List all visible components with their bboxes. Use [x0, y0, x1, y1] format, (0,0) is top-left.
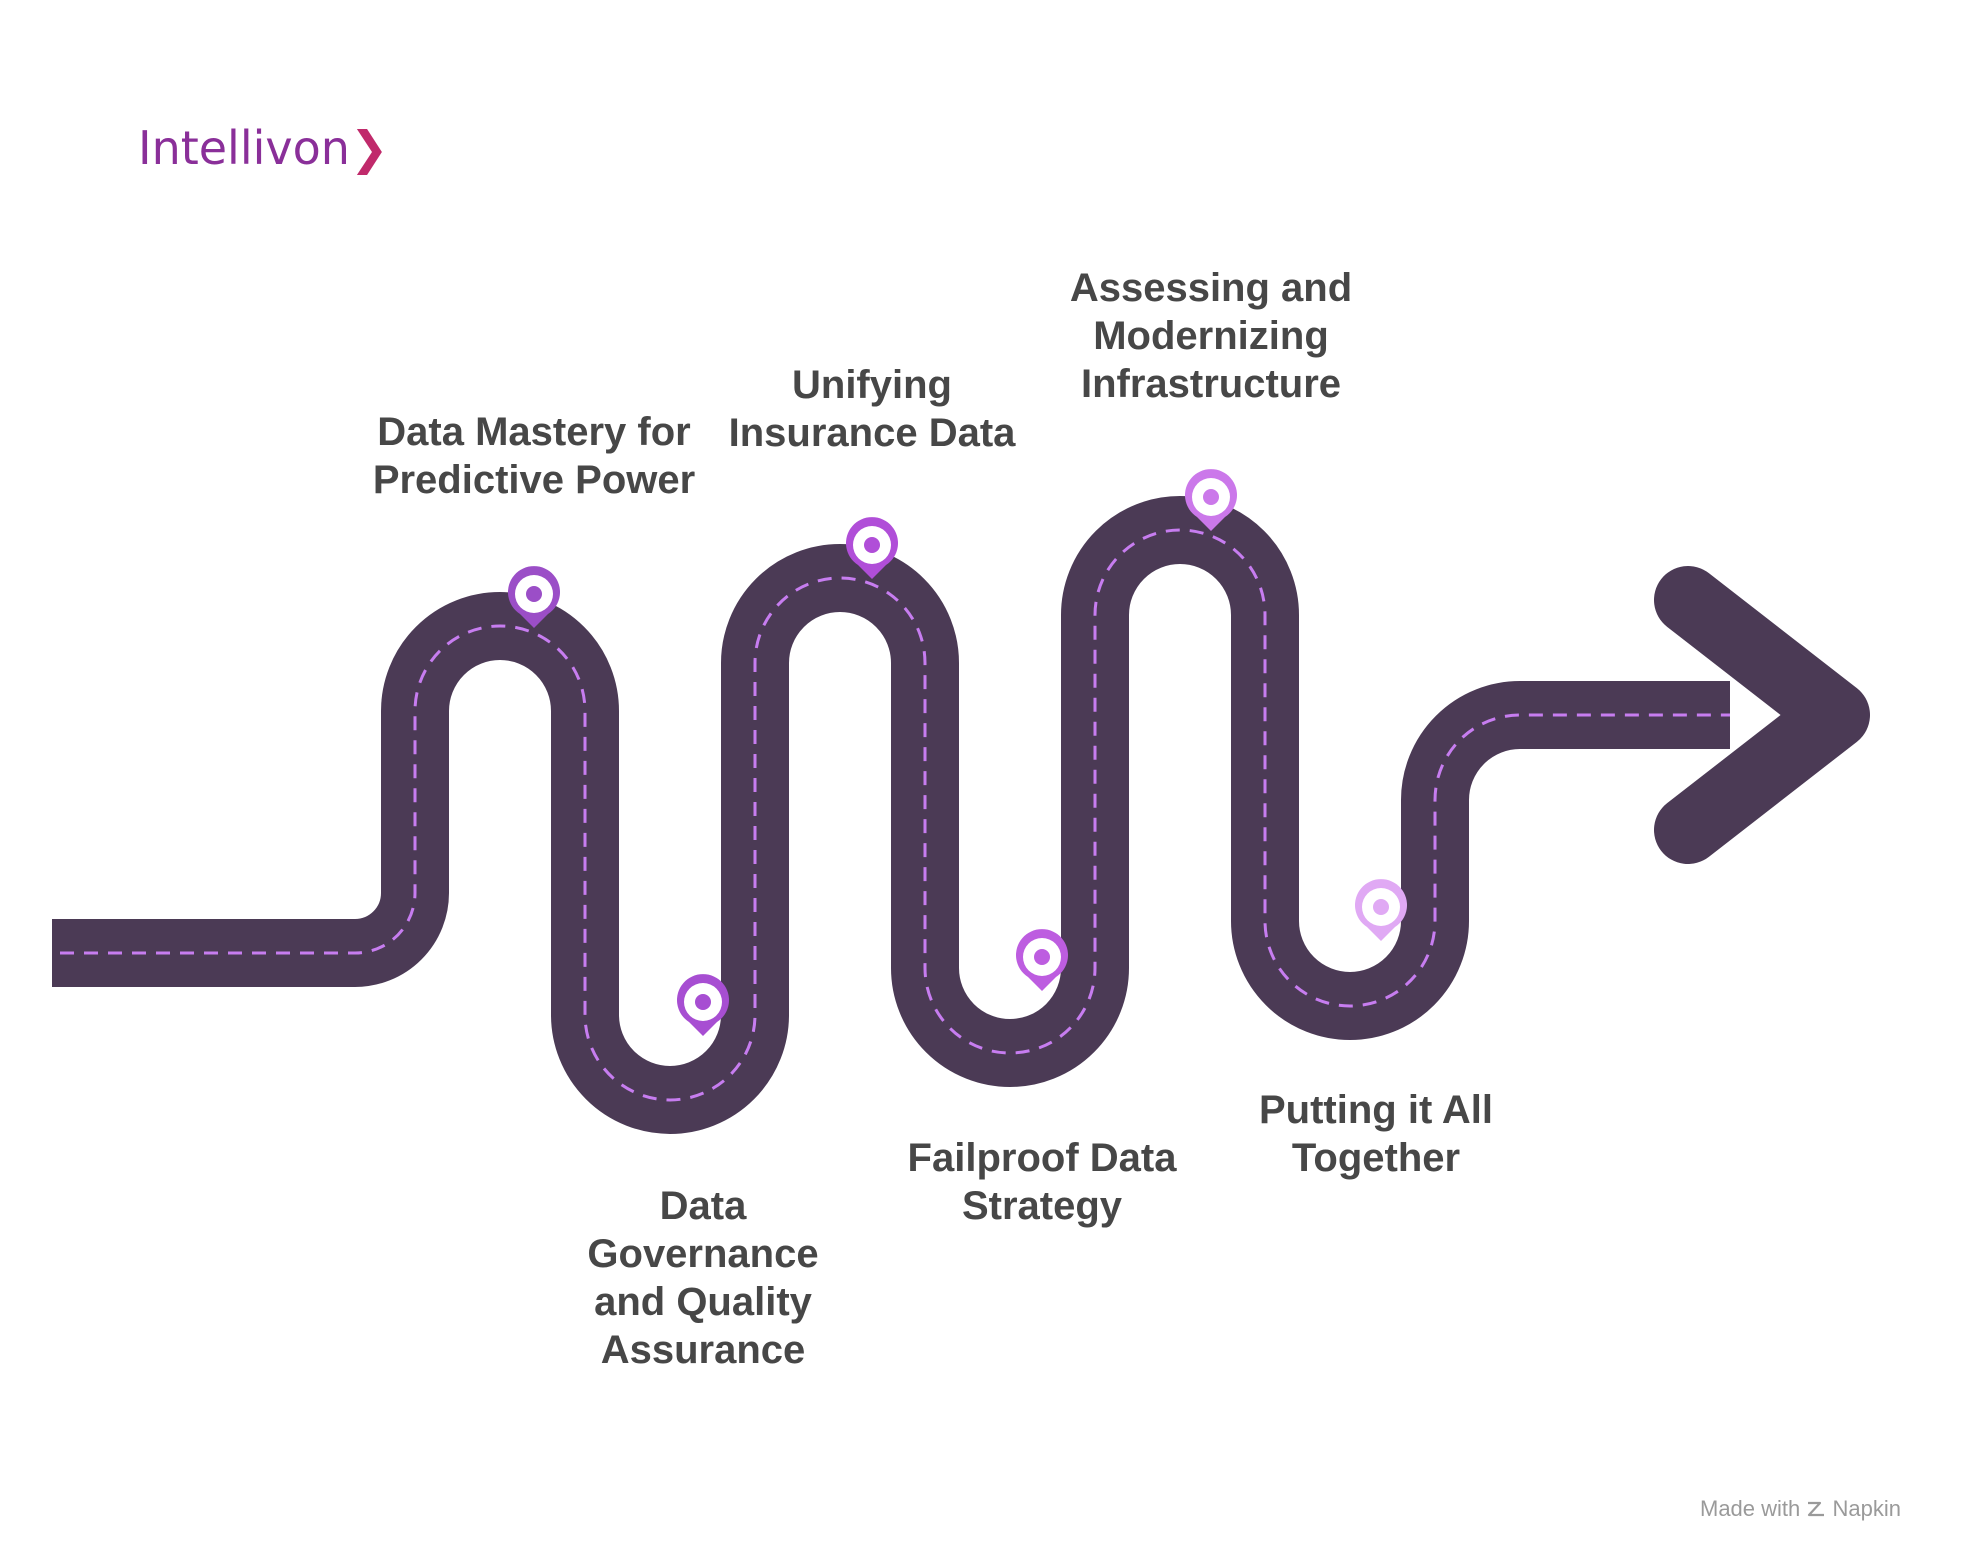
napkin-brand-text: Napkin [1832, 1496, 1902, 1522]
step-label: Failproof Data Strategy [907, 1136, 1177, 1228]
step-pin-icon [1016, 929, 1068, 991]
step-label: Putting it All Together [1258, 1088, 1494, 1180]
made-with-napkin-footer: Made with Napkin [1700, 1495, 1901, 1522]
step-label: Data Governance and Quality Assurance [587, 1184, 819, 1372]
step-pin-icon [677, 974, 729, 1036]
step-label: Unifying Insurance Data [728, 363, 1016, 455]
step-label: Data Mastery for Predictive Power [372, 410, 696, 502]
made-with-text: Made with [1700, 1496, 1801, 1522]
step-pin-icon [508, 566, 560, 628]
brand-logo: Intellivon❯ [138, 120, 388, 176]
brand-name: Intellivon [138, 121, 350, 175]
road-path [52, 496, 1730, 1134]
step-label: Assessing and Modernizing Infrastructure [1069, 266, 1353, 406]
arrow-head-icon [1654, 566, 1870, 864]
road-center-line [60, 528, 1730, 1102]
step-pin-icon [846, 517, 898, 579]
napkin-icon [1808, 1502, 1825, 1517]
chevron-right-icon: ❯ [349, 121, 389, 175]
step-pin-icon [1355, 879, 1407, 941]
step-pin-icon [1185, 469, 1237, 531]
